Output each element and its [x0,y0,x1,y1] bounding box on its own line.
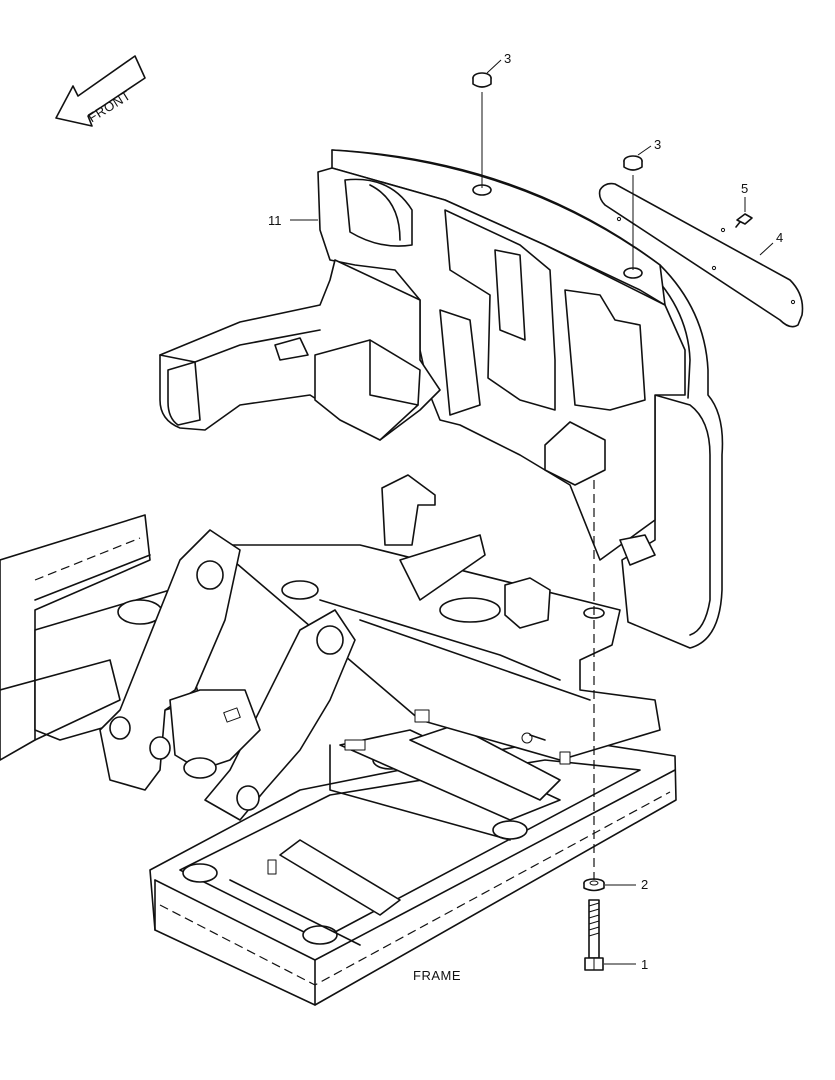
callout-cap-side: 3 [637,137,661,156]
callout-label-counterweight: 11 [268,213,282,228]
cap-top [472,72,492,88]
callout-label-cap-side: 3 [654,137,661,152]
callout-bolt: 1 [604,957,648,972]
screw [735,213,753,228]
callout-plate: 4 [759,230,783,256]
callout-label-cap-top: 3 [504,51,511,66]
callout-label-washer: 2 [641,877,648,892]
callout-washer: 2 [605,877,648,892]
callout-screw: 5 [741,181,748,212]
callout-label-bolt: 1 [641,957,648,972]
washer [583,878,605,892]
cover-plate [598,182,804,328]
assembly-centerlines [481,92,634,880]
callout-counterweight: 11 [268,213,318,228]
front-direction-arrow: FRONT [55,55,146,127]
callout-label-screw: 5 [741,181,748,196]
upper-frame [0,474,677,1006]
callout-cap-top: 3 [486,51,511,74]
bolt [584,899,604,971]
callout-label-plate: 4 [776,230,783,245]
frame-label: FRAME [413,968,461,983]
counterweight [159,149,724,649]
cap-side [623,155,643,171]
